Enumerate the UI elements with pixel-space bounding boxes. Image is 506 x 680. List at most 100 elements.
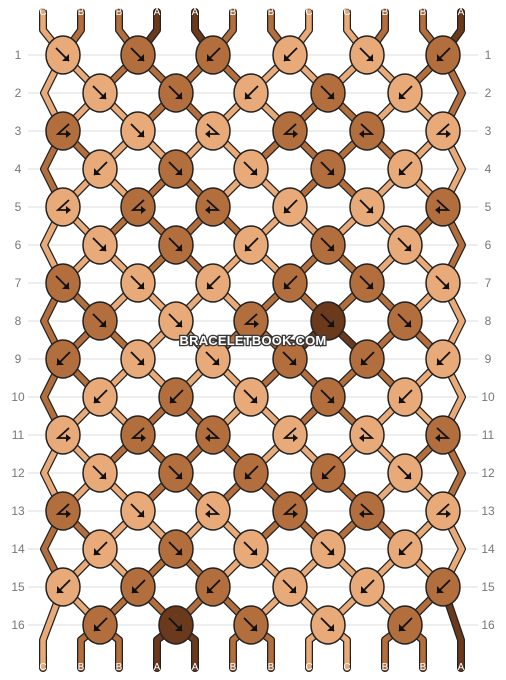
knot-arrowhead-icon xyxy=(293,510,298,518)
knot xyxy=(158,529,194,569)
knot xyxy=(45,111,81,151)
row-number-right: 4 xyxy=(485,162,492,176)
knot xyxy=(120,415,156,455)
knot-arrowhead-icon xyxy=(175,548,182,555)
strand-letter: B xyxy=(420,662,427,673)
knot xyxy=(272,415,308,455)
knot-arrowhead-icon xyxy=(94,168,101,175)
knot-oval xyxy=(272,491,308,531)
knot-arrowhead-icon xyxy=(94,548,101,555)
knot-turn-arrow-icon xyxy=(55,199,70,211)
knot-oval xyxy=(45,415,81,455)
row-number-right: 11 xyxy=(482,428,495,442)
watermark: BRACELETBOOK.COM xyxy=(180,333,327,348)
knot xyxy=(310,453,346,493)
knot xyxy=(310,529,346,569)
row-number-right: 16 xyxy=(481,618,495,632)
knot-oval xyxy=(195,111,231,151)
knot-oval xyxy=(425,491,461,531)
row-number-right: 12 xyxy=(481,466,495,480)
knot-turn-arrow-icon xyxy=(435,503,450,515)
knot-arrowhead-icon xyxy=(170,396,177,403)
knot-arrowhead-icon xyxy=(66,510,71,518)
knot-arrowhead-icon xyxy=(250,548,257,555)
knot xyxy=(195,491,231,531)
knot-turn-arrow-icon xyxy=(436,427,451,439)
strand-letter: B xyxy=(420,7,427,18)
row-number-left: 2 xyxy=(15,86,22,100)
knot xyxy=(82,225,118,265)
knot xyxy=(82,149,118,189)
knot-arrowhead-icon xyxy=(399,624,406,631)
knot-turn-arrow-icon xyxy=(435,123,450,135)
knot-turn-arrow-icon xyxy=(206,123,221,135)
knot-turn-arrow-icon xyxy=(282,503,297,515)
knot-arrowhead-icon xyxy=(437,54,444,61)
knot-arrowhead-icon xyxy=(327,168,334,175)
knot xyxy=(45,567,81,607)
knot-arrowhead-icon xyxy=(245,92,252,99)
knot-oval xyxy=(349,415,385,455)
knot xyxy=(387,149,423,189)
knot-arrowhead-icon xyxy=(361,358,368,365)
knot-arrowhead-icon xyxy=(175,244,182,251)
knot xyxy=(425,263,461,303)
knot xyxy=(158,149,194,189)
knot-turn-arrow-icon xyxy=(206,503,221,515)
knot-arrowhead-icon xyxy=(66,434,71,442)
knot-arrowhead-icon xyxy=(435,434,440,442)
strand-letter: A xyxy=(154,662,161,673)
knot-arrowhead-icon xyxy=(207,586,214,593)
knot xyxy=(45,339,81,379)
strand-letter: A xyxy=(154,7,161,18)
knot xyxy=(387,605,423,645)
knot xyxy=(45,263,81,303)
row-number-right: 10 xyxy=(481,390,495,404)
knot xyxy=(195,111,231,151)
knot xyxy=(120,187,156,227)
knot xyxy=(425,567,461,607)
knot-arrowhead-icon xyxy=(327,396,334,403)
knot xyxy=(195,415,231,455)
knot-turn-arrow-icon xyxy=(282,123,297,135)
knot-turn-arrow-icon xyxy=(360,123,375,135)
knot xyxy=(158,301,194,341)
knot-arrowhead-icon xyxy=(327,244,334,251)
knot xyxy=(387,225,423,265)
knot xyxy=(233,73,269,113)
strand-letter: C xyxy=(305,7,312,18)
knot xyxy=(349,339,385,379)
knot-arrowhead-icon xyxy=(284,206,291,213)
row-number-right: 13 xyxy=(481,504,495,518)
strand-letter: B xyxy=(116,662,123,673)
knot-arrowhead-icon xyxy=(62,282,69,289)
knot-oval xyxy=(195,415,231,455)
knot-arrowhead-icon xyxy=(99,472,106,479)
knot-arrowhead-icon xyxy=(366,282,373,289)
knot xyxy=(158,73,194,113)
knot-oval xyxy=(45,491,81,531)
knot-arrowhead-icon xyxy=(175,472,182,479)
strand-letter: B xyxy=(78,7,85,18)
knot xyxy=(120,491,156,531)
knot-arrowhead-icon xyxy=(327,320,334,327)
knot xyxy=(387,73,423,113)
knot-turn-arrow-icon xyxy=(360,503,375,515)
knot xyxy=(349,111,385,151)
knot-oval xyxy=(425,415,461,455)
knot-arrowhead-icon xyxy=(141,206,146,214)
knot xyxy=(272,35,308,75)
knot-arrowhead-icon xyxy=(327,92,334,99)
strand-letter: A xyxy=(458,7,465,18)
knot-turn-arrow-icon xyxy=(206,199,221,211)
knot-arrowhead-icon xyxy=(289,586,296,593)
knot-arrowhead-icon xyxy=(245,472,252,479)
knot xyxy=(310,73,346,113)
knot xyxy=(310,149,346,189)
knot xyxy=(195,263,231,303)
knot-arrowhead-icon xyxy=(137,54,144,61)
knot-arrowhead-icon xyxy=(205,130,210,138)
knot-oval xyxy=(195,187,231,227)
knot-arrowhead-icon xyxy=(250,624,257,631)
knot xyxy=(425,339,461,379)
